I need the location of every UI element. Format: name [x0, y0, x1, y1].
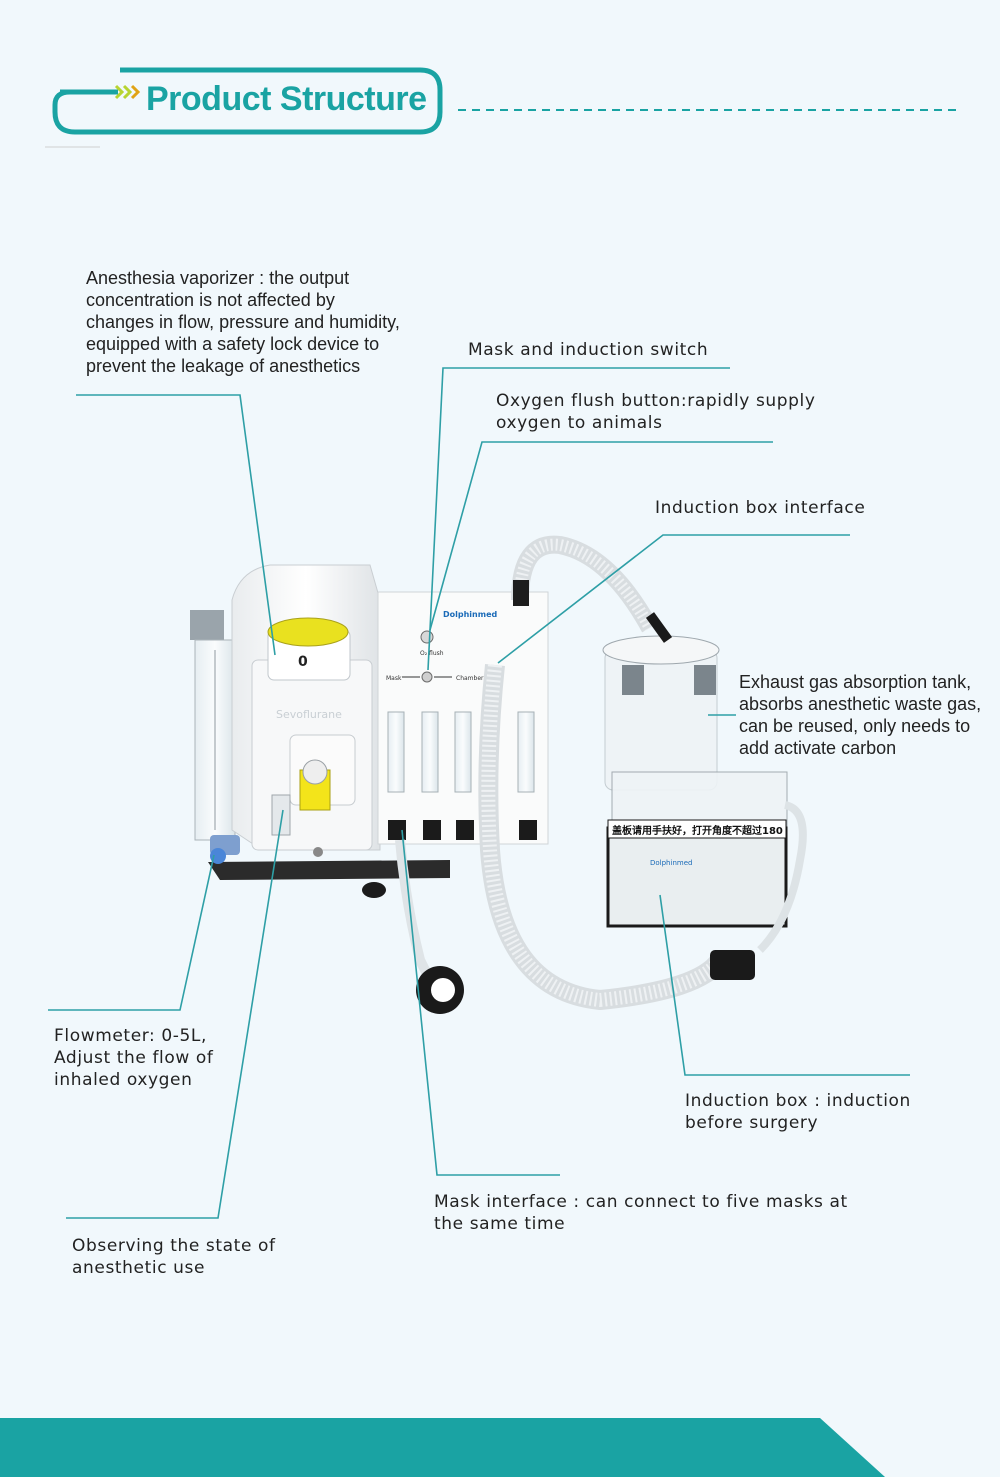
footer-band	[0, 1418, 885, 1477]
callout-induction-box: Induction box : induction before surgery	[685, 1090, 911, 1134]
level-window	[271, 794, 291, 836]
callout-line: Induction box interface	[655, 498, 866, 518]
callout-flowmeter: Flowmeter: 0-5L, Adjust the flow of inha…	[54, 1025, 213, 1091]
leader-mask-interface	[401, 829, 560, 1176]
callout-line: Flowmeter: 0-5L,	[54, 1026, 208, 1046]
base-foot	[362, 882, 386, 898]
base-plate	[208, 860, 450, 880]
chamber-label: Chamber	[456, 675, 484, 682]
exhaust-tank	[602, 612, 720, 791]
box-notice: 盖板请用手扶好，打开角度不超过180	[612, 824, 783, 837]
callout-line: the same time	[434, 1214, 566, 1234]
callout-line: Exhaust gas absorption tank,	[739, 672, 972, 692]
page-title: Product Structure	[146, 80, 427, 118]
vaporizer-knob	[267, 617, 349, 647]
callout-line: equipped with a safety lock device to	[86, 334, 380, 354]
chevron-icon	[114, 84, 141, 100]
callout-line: Observing the state of	[72, 1236, 276, 1256]
callout-line: prevent the leakage of anesthetics	[86, 356, 361, 376]
header: Product Structure	[0, 0, 1000, 160]
flowmeter-tube	[190, 610, 240, 864]
brand-label: Dolphinmed	[443, 610, 498, 619]
mask-label: Mask	[386, 675, 402, 682]
leader-observing	[66, 809, 284, 1219]
callout-induction-interface: Induction box interface	[655, 497, 865, 519]
callout-exhaust-tank: Exhaust gas absorption tank, absorbs ane…	[739, 671, 981, 759]
callout-line: Mask interface : can connect to five mas…	[434, 1192, 848, 1212]
callout-line: Oxygen flush button:rapidly supply	[496, 391, 816, 411]
mask-chamber-switch	[421, 671, 433, 683]
leader-induction-box	[659, 894, 910, 1076]
callout-vaporizer: Anesthesia vaporizer : the output concen…	[86, 267, 400, 377]
callout-mask-interface: Mask interface : can connect to five mas…	[434, 1191, 848, 1235]
callout-observing: Observing the state of anesthetic use	[72, 1235, 276, 1279]
callout-line: inhaled oxygen	[54, 1070, 193, 1090]
callout-line: add activate carbon	[739, 738, 897, 758]
leader-mask-switch	[427, 367, 730, 671]
leader-vaporizer	[76, 394, 276, 656]
callout-line: concentration is not affected by	[86, 290, 335, 310]
callout-line: before surgery	[685, 1113, 819, 1133]
box-brand-label: Dolphinmed	[650, 859, 692, 867]
callout-line: can be reused, only needs to	[739, 716, 971, 736]
callout-oxygen-flush: Oxygen flush button:rapidly supply oxyge…	[496, 390, 816, 434]
small-flowmeters	[387, 711, 537, 840]
callout-line: anesthetic use	[72, 1258, 206, 1278]
callout-line: absorbs anesthetic waste gas,	[739, 694, 982, 714]
leader-induction-interface	[497, 534, 850, 664]
callout-line: Anesthesia vaporizer : the output	[86, 268, 350, 288]
leader-flowmeter	[48, 854, 215, 1011]
induction-box: 盖板请用手扶好，打开角度不超过180 Dolphinmed	[606, 771, 807, 980]
callout-line: Induction box : induction	[685, 1091, 911, 1111]
callout-mask-switch: Mask and induction switch	[468, 339, 708, 361]
vaporizer-agent-label: Sevoflurane	[276, 708, 342, 721]
leader-oxygen-flush	[429, 441, 773, 631]
callout-line: oxygen to animals	[496, 413, 663, 433]
callout-line: changes in flow, pressure and humidity,	[86, 312, 400, 332]
callout-line: Mask and induction switch	[468, 340, 709, 360]
dial-zero-label: 0	[298, 654, 308, 670]
callout-line: Adjust the flow of	[54, 1048, 214, 1068]
title-frame	[45, 67, 958, 148]
o2-flush-label: O₂ flush	[420, 650, 444, 657]
